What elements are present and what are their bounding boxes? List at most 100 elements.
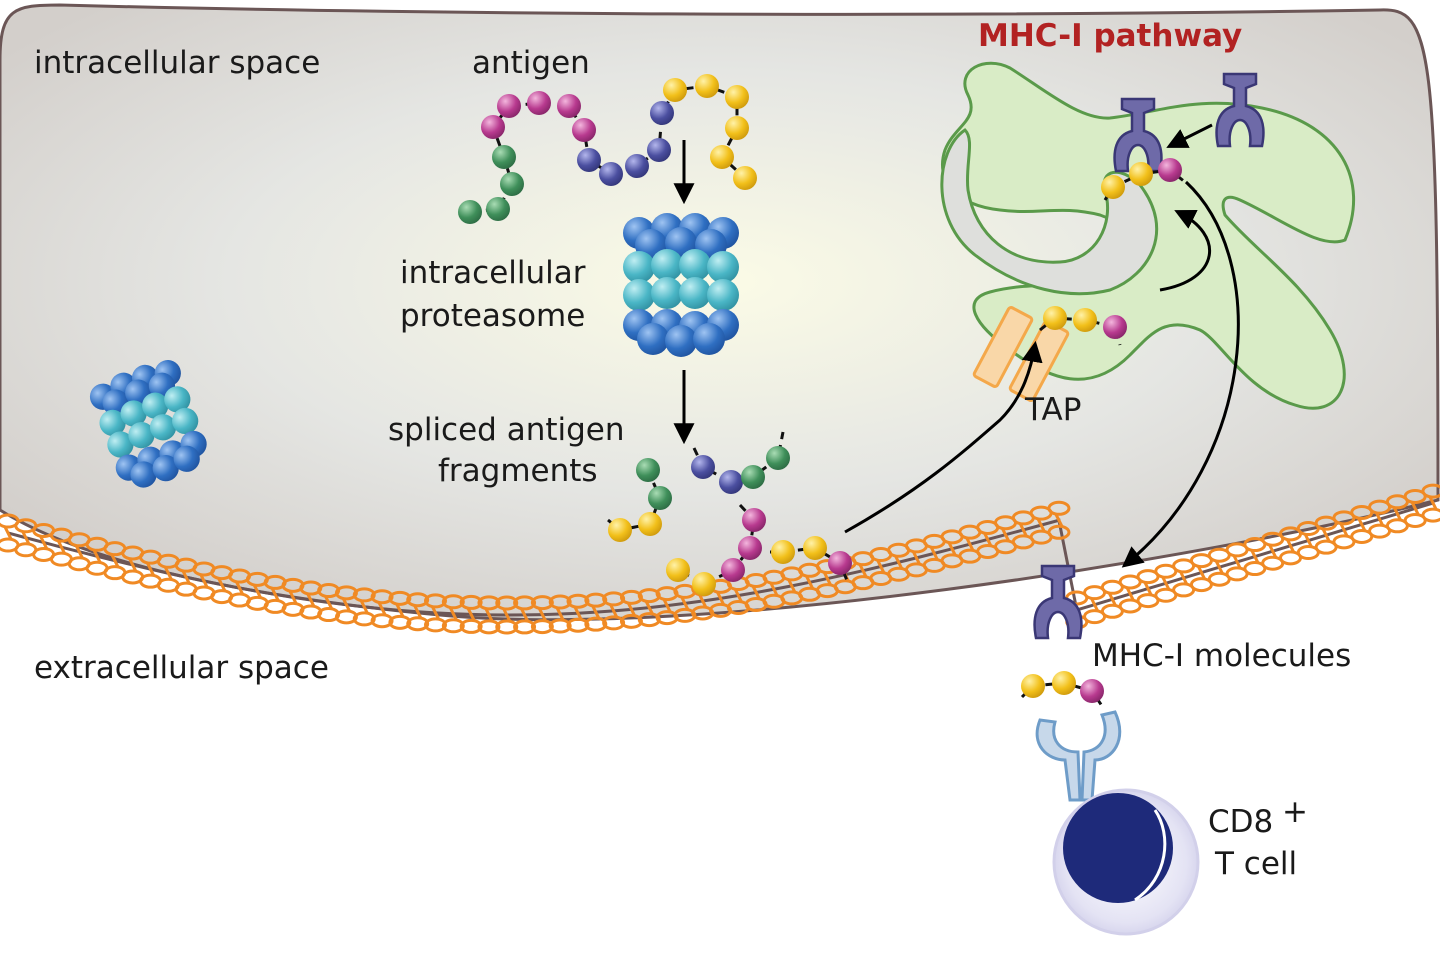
membrane-lipid-tail (1303, 533, 1313, 548)
label-antigen: antigen (472, 45, 590, 81)
membrane-lipid-head (388, 614, 412, 630)
membrane-lipid-tail (395, 603, 405, 618)
membrane-lipid-tail (1090, 597, 1099, 612)
membrane-lipid-tail (1286, 539, 1295, 553)
membrane-lipid-tail (359, 600, 369, 614)
membrane-lipid-head (513, 595, 537, 611)
membrane-lipid-tail (912, 551, 921, 565)
membrane-lipid-tail (627, 602, 636, 617)
membrane-lipid-tail (716, 591, 725, 606)
membrane-lipid-head (548, 594, 572, 610)
antigen-chain (458, 74, 757, 224)
membrane-lipid-head (459, 594, 483, 610)
label-spliced-line1: spliced antigen (388, 412, 625, 448)
membrane-lipid-tail (573, 606, 583, 620)
membrane-lipid-tail (965, 537, 975, 551)
membrane-lipid-tail (448, 607, 458, 621)
label-mhc-molecules: MHC-I molecules (1092, 638, 1351, 674)
membrane-lipid-tail (1410, 501, 1420, 516)
membrane-lipid-head (530, 619, 554, 635)
membrane-lipid-tail (1197, 565, 1206, 580)
membrane-lipid-head (388, 590, 412, 606)
label-t-cell: T cell (1214, 846, 1297, 882)
membrane-lipid-tail (733, 588, 743, 603)
label-cd8: CD8 (1208, 804, 1273, 840)
membrane-lipid-tail (1001, 528, 1010, 542)
membrane-lipid-head (477, 595, 501, 611)
membrane-lipid-tail (484, 608, 494, 622)
membrane-lipid-tail (1375, 512, 1384, 526)
membrane-lipid-head (1421, 507, 1440, 523)
membrane-lipid-tail (21, 531, 31, 545)
membrane-lipid-tail (538, 607, 547, 622)
surface-mhc-peptide (1020, 671, 1104, 707)
membrane-lipid-tail (466, 607, 476, 622)
membrane-lipid-head (1421, 483, 1440, 499)
membrane-lipid-tail (39, 535, 48, 550)
membrane-lipid-tail (253, 584, 262, 598)
membrane-lipid-tail (306, 593, 316, 607)
membrane-lipid-head (424, 593, 447, 609)
label-mhc-pathway-title: MHC-I pathway (978, 18, 1242, 54)
er-mhc-peptide (1101, 158, 1186, 201)
membrane-lipid-tail (1054, 513, 1064, 527)
membrane-lipid-tail (146, 562, 155, 576)
membrane-lipid-tail (128, 558, 138, 572)
membrane-lipid-tail (199, 574, 209, 588)
membrane-lipid-head (602, 591, 626, 607)
membrane-lipid-tail (751, 585, 761, 600)
label-extracellular-space: extracellular space (34, 650, 329, 686)
membrane-lipid-tail (662, 598, 672, 613)
membrane-lipid-tail (1268, 544, 1278, 558)
membrane-lipid-tail (591, 605, 601, 619)
membrane-lipid-tail (698, 594, 708, 608)
membrane-lipid-tail (1036, 518, 1046, 532)
membrane-lipid-tail (1179, 571, 1188, 585)
membrane-lipid-head (495, 619, 519, 635)
membrane-lipid-tail (1108, 592, 1117, 606)
membrane-lipid-tail (288, 590, 298, 605)
membrane-lipid-head (370, 589, 394, 605)
membrane-lipid-tail (876, 559, 886, 574)
membrane-lipid-head (1047, 524, 1071, 540)
membrane-lipid-head (441, 618, 465, 634)
membrane-lipid-tail (163, 566, 173, 580)
membrane-lipid-head (1047, 500, 1071, 516)
membrane-lipid-tail (858, 564, 868, 578)
membrane-lipid-tail (1321, 528, 1331, 542)
membrane-lipid-tail (947, 542, 957, 556)
membrane-lipid-head (584, 616, 608, 632)
membrane-lipid-head (566, 617, 590, 633)
membrane-lipid-head (370, 613, 394, 629)
membrane-lipid-tail (1214, 560, 1224, 574)
membrane-lipid-head (513, 619, 537, 635)
spliced-fragment-beads (608, 446, 852, 596)
membrane-lipid-tail (823, 571, 832, 586)
membrane-lipid-tail (1393, 507, 1402, 521)
membrane-lipid-tail (1428, 496, 1438, 510)
membrane-lipid-tail (1143, 581, 1153, 596)
membrane-lipid-head (530, 595, 554, 611)
membrane-lipid-head (441, 594, 465, 610)
membrane-lipid-tail (92, 549, 102, 563)
membrane-lipid-head (424, 617, 447, 633)
membrane-lipid-head (477, 619, 501, 635)
membrane-lipid-tail (1339, 523, 1349, 537)
label-tap: TAP (1024, 392, 1081, 428)
membrane-lipid-tail (983, 532, 993, 547)
membrane-lipid-tail (342, 598, 351, 612)
pathway-arrows (673, 123, 1240, 568)
membrane-lipid-tail (1018, 523, 1028, 537)
membrane-lipid-tail (787, 579, 797, 593)
surface-mhc (1033, 564, 1083, 640)
membrane-lipid-tail (1161, 576, 1171, 590)
membrane-lipid-tail (1232, 555, 1242, 569)
membrane-lipid-tail (3, 526, 13, 540)
membrane-lipid-tail (680, 596, 690, 611)
label-proteasome-line2: proteasome (400, 298, 585, 334)
membrane-lipid-tail (270, 587, 280, 602)
membrane-lipid-tail (502, 608, 512, 622)
membrane-lipid-tail (769, 582, 779, 596)
membrane-lipid-head (459, 618, 483, 634)
membrane-lipid-head (406, 616, 430, 632)
